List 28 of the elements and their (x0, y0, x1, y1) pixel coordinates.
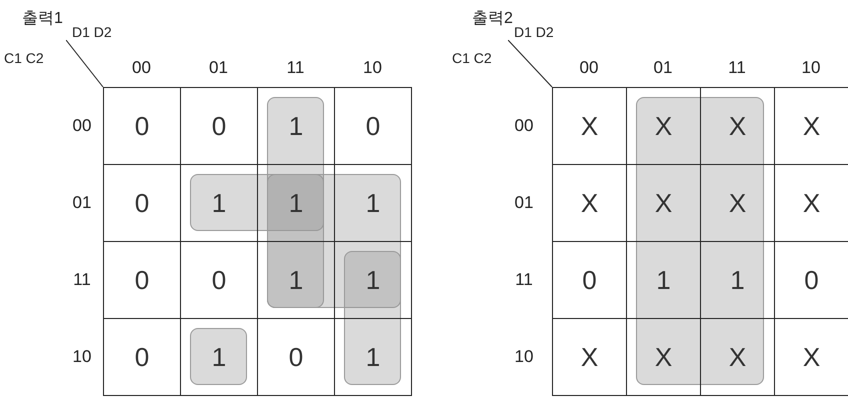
row-variables: C1 C2 (452, 50, 492, 66)
column-header: 00 (131, 58, 152, 78)
map-title: 출력2 (472, 9, 513, 29)
column-header: 00 (578, 58, 600, 78)
row-header: 01 (72, 192, 92, 212)
column-header: 10 (800, 58, 822, 78)
kmap-cell: X (552, 87, 627, 165)
map-title: 출력1 (22, 9, 63, 29)
row-header: 11 (514, 270, 534, 290)
row-header: 00 (514, 116, 534, 136)
row-variables: C1 C2 (4, 50, 44, 66)
column-variables: D1 D2 (72, 24, 112, 40)
kmap-cell: 0 (334, 87, 412, 165)
kmap-cell: 0 (103, 87, 181, 165)
row-header: 10 (72, 346, 92, 366)
row-header: 10 (514, 346, 534, 366)
column-header: 10 (362, 58, 383, 78)
column-variables: D1 D2 (514, 24, 554, 40)
kmap-cell: 0 (103, 318, 181, 396)
column-header: 11 (727, 58, 747, 78)
row-header: 11 (72, 270, 92, 290)
column-header: 01 (208, 58, 229, 78)
row-header: 00 (72, 116, 92, 136)
kmap-cell: 1 (334, 318, 412, 396)
column-header: 11 (286, 58, 306, 78)
kmap-cell: X (552, 318, 627, 396)
row-header: 01 (514, 192, 534, 212)
column-header: 01 (652, 58, 674, 78)
